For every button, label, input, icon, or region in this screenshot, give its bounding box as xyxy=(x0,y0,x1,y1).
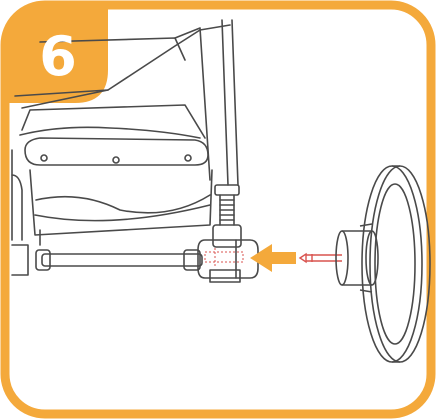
step-badge-shape xyxy=(5,5,108,103)
stroller-drawing xyxy=(11,19,259,283)
left-arrow-icon xyxy=(250,244,296,272)
wheel-drawing xyxy=(335,165,431,363)
axle-insertion-guide xyxy=(204,248,244,266)
